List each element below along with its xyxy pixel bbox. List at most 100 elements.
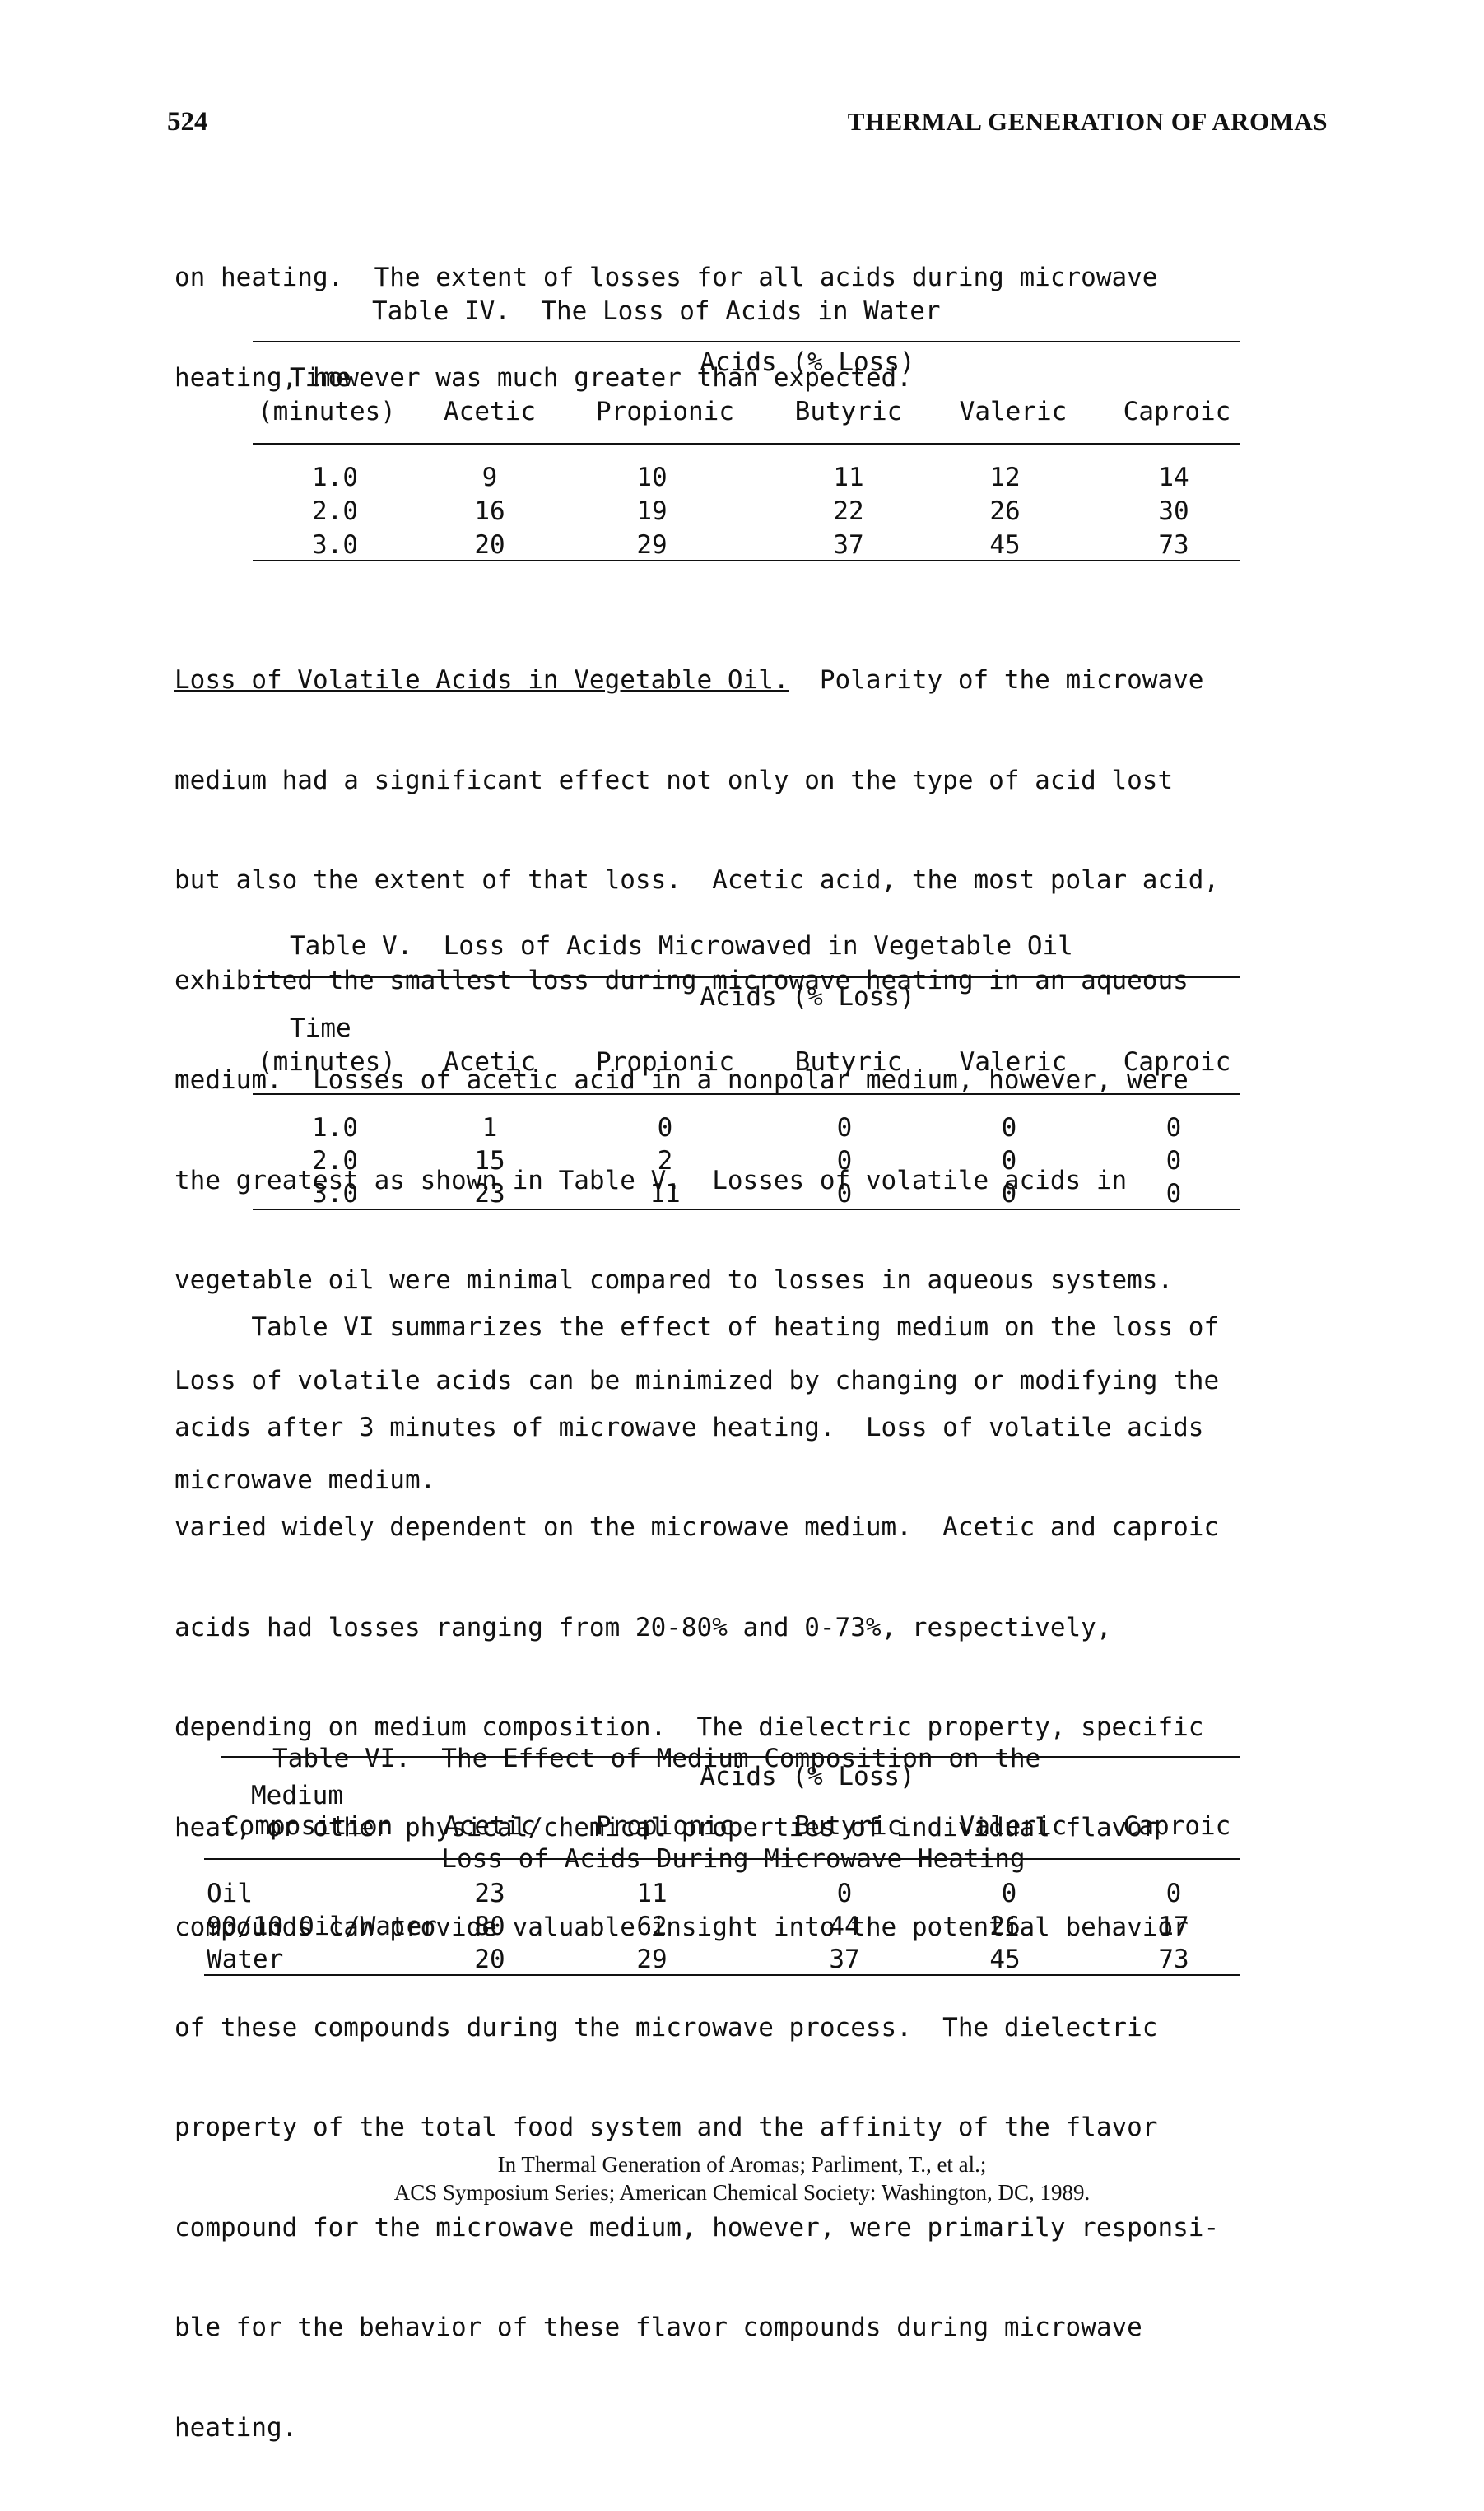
document-page: 524 THERMAL GENERATION OF AROMAS on heat… bbox=[0, 107, 1484, 2443]
table-vi-cell: 23 bbox=[474, 1879, 505, 1908]
table-iv-row-header-line1: Time bbox=[290, 363, 351, 393]
paragraph-line: Loss of volatile acids can be minimized … bbox=[174, 1365, 1220, 1395]
table-v-row-header-line2: (minutes) bbox=[258, 1047, 396, 1077]
table-vi-cell: 26 bbox=[989, 1912, 1021, 1941]
citation-line2: ACS Symposium Series; American Chemical … bbox=[393, 2180, 1091, 2205]
table-vi-cell: 80 bbox=[474, 1912, 505, 1941]
table-vi-top-rule bbox=[221, 1756, 1240, 1758]
table-vi-group-header: Acids (% Loss) bbox=[700, 1762, 915, 1791]
table-iv-caption: Table IV. The Loss of Acids in Water bbox=[372, 296, 941, 326]
table-iv-cell: 14 bbox=[1158, 463, 1189, 492]
table-iv-cell: 11 bbox=[833, 463, 864, 492]
table-v-col-caproic: Caproic bbox=[1123, 1047, 1231, 1077]
citation-footer: In Thermal Generation of Aromas; Parlime… bbox=[0, 2150, 1484, 2206]
table-iv-cell: 45 bbox=[989, 530, 1021, 560]
table-iv-col-caproic: Caproic bbox=[1123, 397, 1231, 426]
table-iv-cell: 20 bbox=[474, 530, 505, 560]
table-v-row-header-line1: Time bbox=[290, 1013, 351, 1043]
table-v-cell: 1 bbox=[481, 1113, 498, 1143]
table-v-col-propionic: Propionic bbox=[596, 1047, 734, 1077]
table-vi-col-valeric: Valeric bbox=[959, 1811, 1068, 1841]
paragraph-line: medium. Losses of acetic acid in a nonpo… bbox=[174, 1065, 1189, 1095]
table-iv-cell: 22 bbox=[833, 496, 864, 526]
table-vi-cell: 44 bbox=[829, 1912, 860, 1941]
paragraph-line: Table VI summarizes the effect of heatin… bbox=[174, 1312, 1220, 1342]
table-iv-cell: 30 bbox=[1158, 496, 1189, 526]
table-v-header-rule bbox=[253, 1093, 1240, 1095]
table-iv-row-label: 1.0 bbox=[312, 463, 358, 492]
paragraph-line: heating. bbox=[174, 2412, 298, 2443]
running-title: THERMAL GENERATION OF AROMAS bbox=[847, 107, 1328, 136]
table-v-cell: 0 bbox=[1001, 1113, 1017, 1143]
table-v-cell: 2 bbox=[657, 1146, 673, 1176]
table-iv-col-valeric: Valeric bbox=[959, 397, 1068, 426]
table-vi-cell: 20 bbox=[474, 1945, 505, 1974]
table-iv-cell: 26 bbox=[989, 496, 1021, 526]
table-v-cell: 0 bbox=[1001, 1179, 1017, 1209]
paragraph-line: vegetable oil were minimal compared to l… bbox=[174, 1265, 1174, 1295]
table-vi-bottom-rule bbox=[204, 1974, 1240, 1976]
table-iv-header-rule bbox=[253, 443, 1240, 445]
paragraph-line: on heating. The extent of losses for all… bbox=[174, 263, 1158, 292]
paragraph-line: ble for the behavior of these flavor com… bbox=[174, 2313, 1142, 2342]
table-vi-col-butyric: Butyric bbox=[794, 1811, 903, 1841]
paragraph-line: acids after 3 minutes of microwave heati… bbox=[174, 1412, 1204, 1442]
table-iv-cell: 19 bbox=[636, 496, 668, 526]
page-number: 524 bbox=[167, 107, 208, 137]
paragraph-line: of these compounds during the microwave … bbox=[174, 2012, 1158, 2043]
table-vi-col-propionic: Propionic bbox=[596, 1811, 734, 1841]
table-v-cell: 0 bbox=[836, 1179, 853, 1209]
table-v-cell: 0 bbox=[1165, 1146, 1182, 1176]
table-iv-cell: 29 bbox=[636, 530, 668, 560]
table-v-row-label: 1.0 bbox=[312, 1113, 358, 1143]
table-iv-col-acetic: Acetic bbox=[444, 397, 536, 426]
table-vi-col-acetic: Acetic bbox=[444, 1811, 536, 1841]
paragraph-line: the greatest as shown in Table V. Losses… bbox=[174, 1165, 1128, 1195]
table-iv-cell: 37 bbox=[833, 530, 864, 560]
table-vi-cell: 11 bbox=[636, 1879, 668, 1908]
table-v-cell: 0 bbox=[1001, 1146, 1017, 1176]
table-vi-cell: 0 bbox=[836, 1879, 853, 1908]
table-vi-row-label: Water bbox=[207, 1945, 284, 1974]
table-iv-row-label: 3.0 bbox=[312, 530, 358, 560]
table-vi-cell: 0 bbox=[1165, 1879, 1182, 1908]
paragraph-line: heating, however was much greater than e… bbox=[174, 362, 912, 393]
table-iv-col-propionic: Propionic bbox=[596, 397, 734, 426]
table-vi-cell: 45 bbox=[989, 1945, 1021, 1974]
table-iv-row-label: 2.0 bbox=[312, 496, 358, 526]
paragraph-line: depending on medium composition. The die… bbox=[174, 1712, 1204, 1742]
table-iv-top-rule bbox=[253, 341, 1240, 342]
paragraph-line: heat, or other physical/chemical propert… bbox=[174, 1812, 1158, 1842]
table-vi-header-rule bbox=[204, 1858, 1240, 1860]
table-iv-cell: 12 bbox=[989, 463, 1021, 492]
paragraph-line: varied widely dependent on the microwave… bbox=[174, 1512, 1220, 1542]
table-v-col-butyric: Butyric bbox=[794, 1047, 903, 1077]
table-iv-cell: 9 bbox=[481, 463, 498, 492]
table-v-group-header: Acids (% Loss) bbox=[700, 982, 915, 1012]
table-vi-row-label: 90/10 Oil/Water bbox=[207, 1912, 437, 1941]
table-vi-cell: 62 bbox=[636, 1912, 668, 1941]
table-iv-col-butyric: Butyric bbox=[794, 397, 903, 426]
paragraph-line: exhibited the smallest loss during micro… bbox=[174, 965, 1189, 995]
table-iv-group-header: Acids (% Loss) bbox=[700, 347, 915, 377]
table-v-bottom-rule bbox=[253, 1209, 1240, 1210]
table-iv-row-header-line2: (minutes) bbox=[258, 397, 396, 426]
table-v-cell: 23 bbox=[474, 1179, 505, 1209]
table-vi-cell: 17 bbox=[1158, 1912, 1189, 1941]
table-iv-cell: 16 bbox=[474, 496, 505, 526]
paragraph-first-line: Loss of Volatile Acids in Vegetable Oil.… bbox=[174, 664, 1327, 697]
table-v-cell: 0 bbox=[657, 1113, 673, 1143]
paragraph-line: compounds can provide valuable insight i… bbox=[174, 1912, 1189, 1942]
table-v-cell: 0 bbox=[836, 1146, 853, 1176]
intro-paragraph: on heating. The extent of losses for all… bbox=[174, 194, 1327, 461]
section-heading: Loss of Volatile Acids in Vegetable Oil. bbox=[174, 665, 789, 695]
paragraph-line: microwave medium. bbox=[174, 1465, 436, 1495]
vegetable-oil-paragraph: Loss of Volatile Acids in Vegetable Oil.… bbox=[174, 597, 1327, 1564]
citation-line1: In Thermal Generation of Aromas; Parlime… bbox=[497, 2152, 987, 2177]
table-v-col-acetic: Acetic bbox=[444, 1047, 536, 1077]
table-vi-col-caproic: Caproic bbox=[1123, 1811, 1231, 1841]
table-v-cell: 0 bbox=[1165, 1179, 1182, 1209]
table-v-cell: 15 bbox=[474, 1146, 505, 1176]
table-v-cell: 0 bbox=[1165, 1113, 1182, 1143]
table-v-cell: 0 bbox=[836, 1113, 853, 1143]
